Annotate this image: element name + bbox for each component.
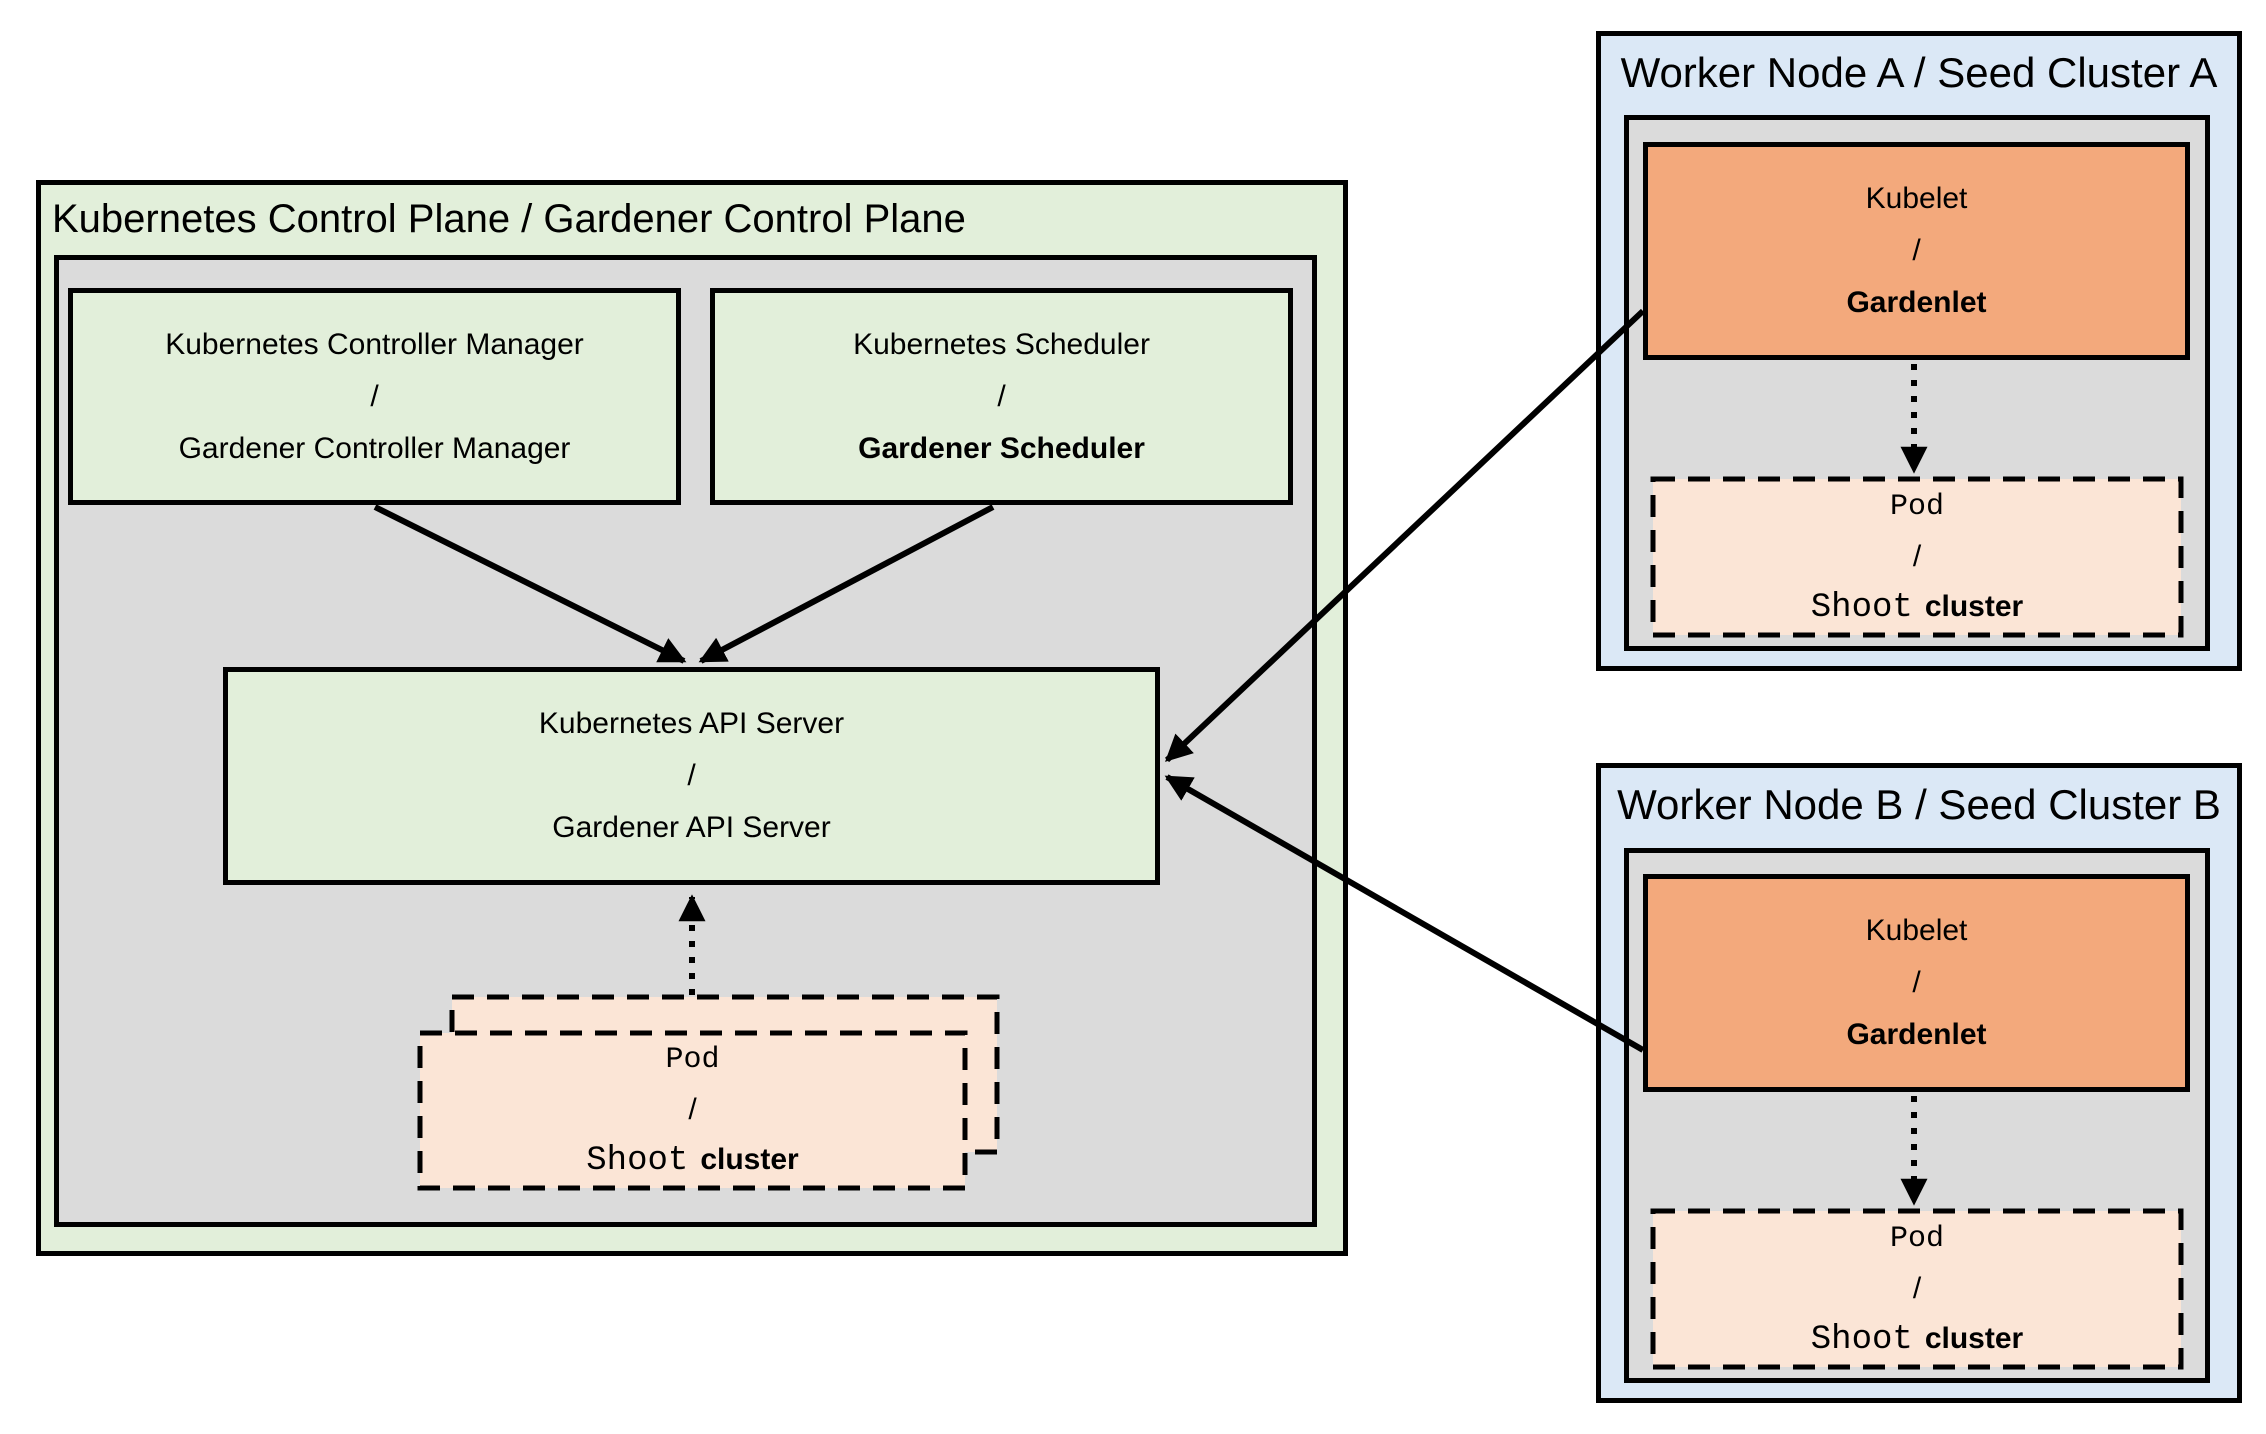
kubelet-a-box (1643, 142, 2190, 360)
controller-manager-box (68, 288, 681, 505)
scheduler-box (710, 288, 1293, 505)
api-server-box (223, 667, 1160, 885)
kubelet-b-box (1643, 874, 2190, 1092)
